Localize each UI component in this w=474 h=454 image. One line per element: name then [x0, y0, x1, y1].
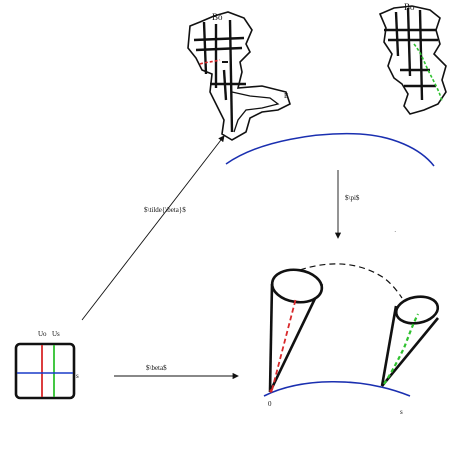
label-uo: Uo [38, 330, 47, 338]
apex-dot [269, 389, 273, 393]
upper-blue-arc [225, 132, 435, 167]
top-right-blob-outline [378, 5, 447, 115]
grid-vertical [222, 69, 228, 101]
cone-rim [394, 295, 440, 325]
cone-rim [270, 268, 324, 304]
cone-edge [268, 283, 274, 393]
tilde-beta-arrow [81, 135, 225, 321]
grid-vertical [394, 11, 400, 57]
pi-label: $\pi$ [345, 194, 360, 202]
dashed-link-between-cones [299, 263, 403, 299]
top-left-blob-inner [231, 91, 280, 133]
grid-vertical [406, 7, 412, 77]
top-right-space-sketch: Bo [378, 2, 447, 115]
lower-blue-curve [263, 380, 411, 397]
square-label-s: s [76, 372, 79, 380]
label-us: Us [52, 330, 60, 338]
red-dashed-curve [199, 59, 221, 65]
parameter-square: Uo Us s [14, 330, 79, 400]
square-outline [14, 342, 76, 400]
small-mark: ˙ [394, 230, 396, 238]
beta-label: $\beta$ [146, 364, 167, 372]
grid-horizontal [195, 46, 243, 52]
top-left-label-e: E [284, 92, 288, 100]
cone-edge [268, 283, 324, 393]
grid-vertical [202, 21, 208, 75]
top-left-label-bo: Bo [212, 12, 223, 22]
apex-label-zero: 0 [268, 400, 272, 408]
cone-edge [380, 317, 440, 387]
top-left-space-sketch: Bo E [187, 11, 291, 141]
base-label-s: s [400, 408, 403, 416]
left-cone: 0 [268, 268, 324, 408]
green-dashed-curve [413, 43, 443, 103]
right-cone: s [380, 295, 440, 416]
tilde-beta-label: $\tilde{\beta}$ [144, 206, 186, 214]
green-dashed-ray [383, 313, 419, 385]
top-right-label-bo: Bo [404, 2, 415, 12]
cone-edge [380, 305, 398, 387]
grid-horizontal [193, 36, 245, 42]
